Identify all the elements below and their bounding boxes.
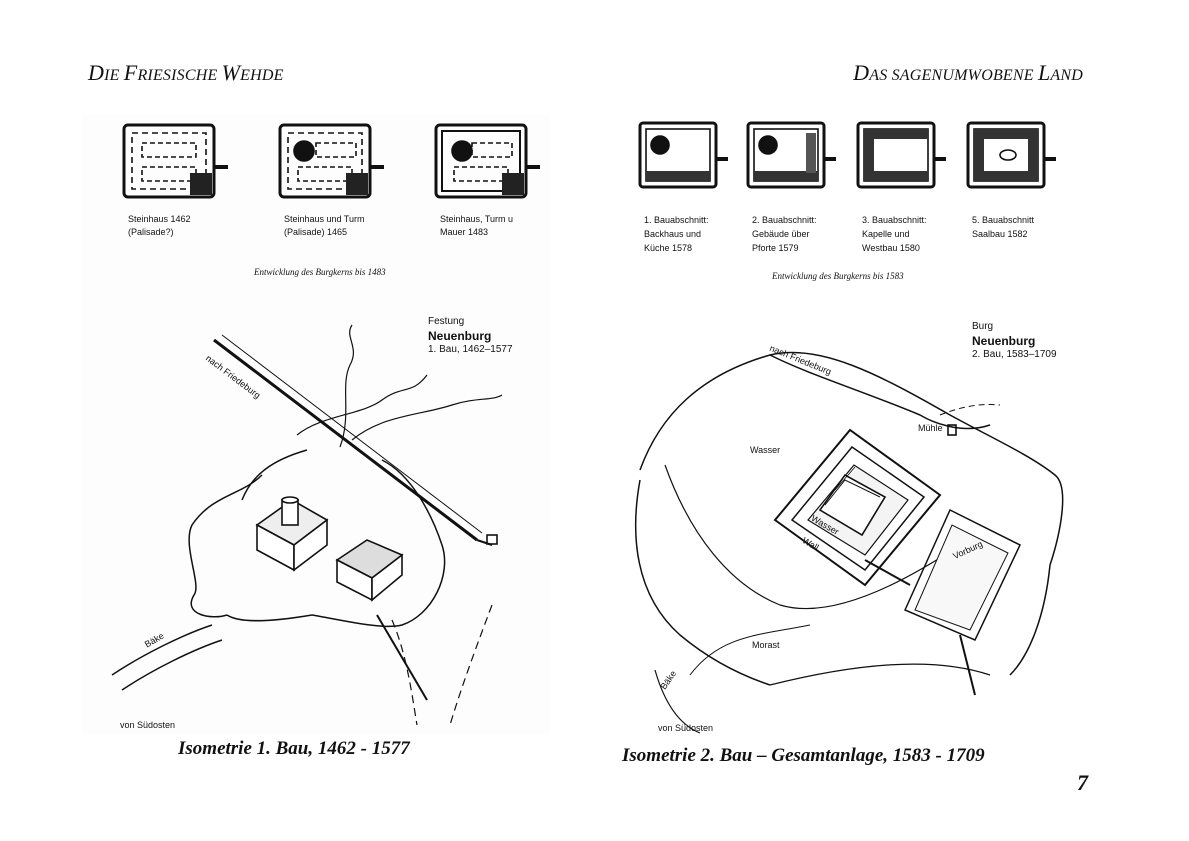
stage-plan-1580 [856,121,946,189]
stage-plan-1462 [122,123,228,199]
castle-title-block: Burg Neuenburg 2. Bau, 1583–1709 [972,321,1057,360]
development-subtitle: Entwicklung des Burgkerns bis 1483 [254,267,386,277]
figure-caption-left: Isometrie 1. Bau, 1462 - 1577 [178,738,410,759]
stage-label-1: Steinhaus 1462(Palisade?) [128,214,191,237]
stage-plan-1582 [966,121,1056,189]
morast-label: Morast [752,640,780,650]
view-direction-label-right: von Südosten [658,723,714,733]
second-building [335,539,404,602]
page-number: 7 [1077,770,1088,795]
fortress-title-block: Festung Neuenburg 1. Bau, 1462–1577 [428,316,513,355]
wasser-label-outer: Wasser [750,445,781,455]
stage-label-2: Steinhaus und Turm(Palisade) 1465 [284,214,365,237]
muehle-label: Mühle [918,423,943,433]
stage-plan-1483 [434,123,540,199]
running-header-right: Das sagenumwobene Land [853,60,1083,85]
running-header-left: Die Friesische Wehde [88,60,284,85]
figure-caption-right: Isometrie 2. Bau – Gesamtanlage, 1583 - … [622,745,985,766]
figure-left-isometry-1: Steinhaus 1462(Palisade?) Steinhaus und … [82,115,550,735]
figure-left-drawing [111,123,540,726]
stage-plan-1578 [638,121,728,189]
isometric-map-2 [634,351,1064,734]
figure-right-drawing [634,121,1064,734]
stage-plan-1579 [746,121,836,189]
development-subtitle-right: Entwicklung des Burgkerns bis 1583 [772,271,904,281]
steinhaus-building [255,496,329,572]
view-direction-label: von Südosten [120,720,176,730]
stage-plan-1465 [278,123,384,199]
isometric-map-1 [111,324,503,726]
